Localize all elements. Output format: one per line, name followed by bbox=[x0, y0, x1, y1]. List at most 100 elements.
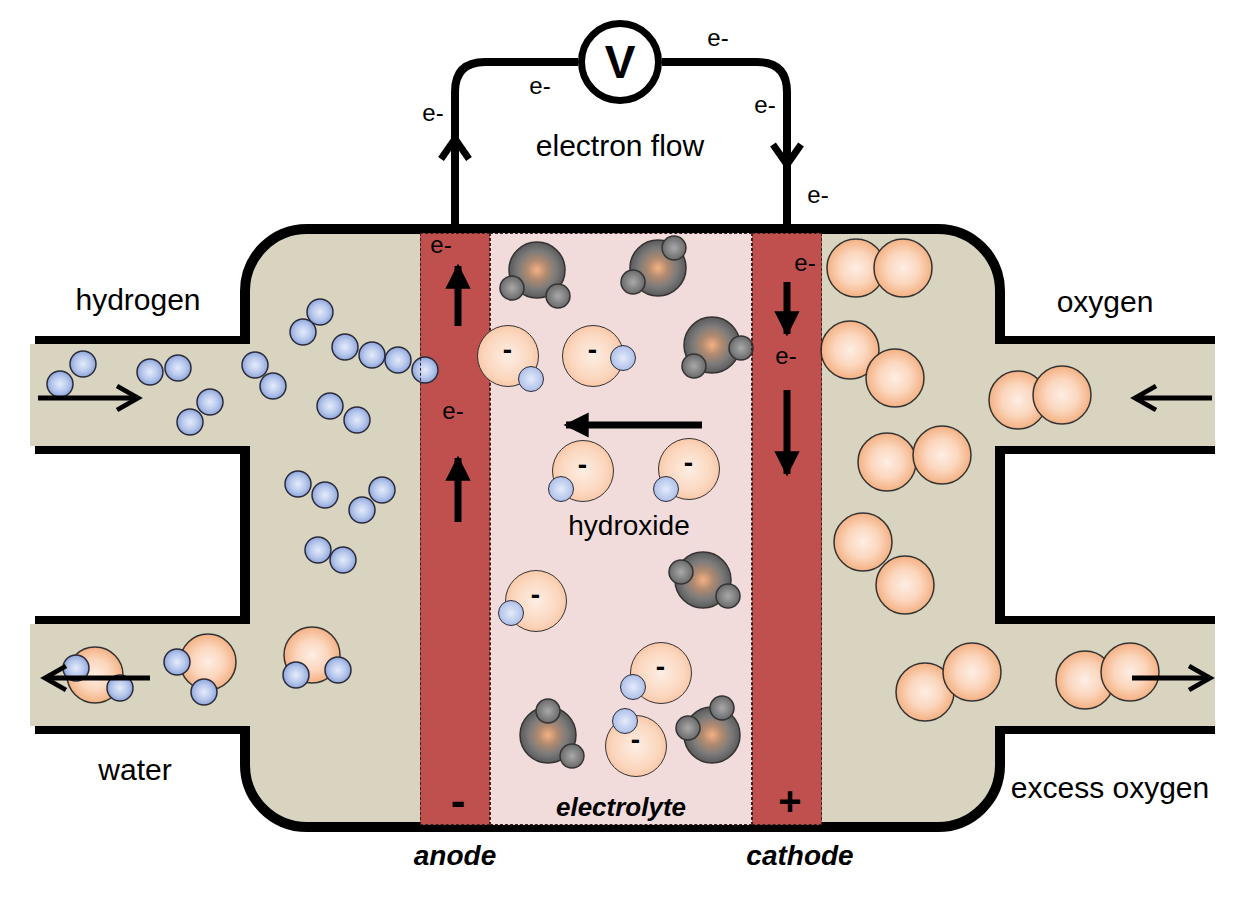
water-molecules bbox=[63, 627, 351, 705]
h-atom bbox=[177, 409, 203, 435]
h-atom bbox=[70, 351, 96, 377]
arrowhead bbox=[773, 145, 801, 165]
outlet-label: excess oxygen bbox=[1011, 773, 1209, 803]
h-atom bbox=[349, 497, 375, 523]
charge-sign: - bbox=[588, 336, 597, 364]
o-atom bbox=[866, 349, 924, 407]
hydroxide-ion: - bbox=[658, 438, 720, 500]
voltmeter-symbol: V bbox=[605, 39, 636, 85]
h-atom bbox=[536, 699, 560, 723]
h-atom bbox=[621, 270, 645, 294]
outflow-arrow bbox=[1132, 676, 1210, 681]
electron-label: e- bbox=[430, 233, 451, 257]
electron-label: e- bbox=[529, 74, 550, 98]
pipes bbox=[30, 340, 1215, 730]
electron-label: e- bbox=[807, 183, 828, 207]
h-atom bbox=[546, 284, 570, 308]
h-atom bbox=[716, 584, 740, 608]
h-atom bbox=[165, 355, 191, 381]
h-atom bbox=[317, 393, 343, 419]
hydroxide-ion: - bbox=[552, 440, 614, 502]
h-atom bbox=[260, 373, 286, 399]
charge-sign: - bbox=[684, 449, 693, 477]
pipe-fill bbox=[30, 624, 252, 726]
h-atom bbox=[662, 236, 686, 260]
electron-arrow bbox=[455, 458, 462, 522]
pipe-wall bbox=[35, 726, 247, 734]
o-atom bbox=[874, 239, 932, 297]
hydrogen-atom bbox=[610, 345, 636, 371]
h-atom bbox=[191, 679, 217, 705]
h-atom bbox=[197, 389, 223, 415]
electron-arrow bbox=[784, 390, 791, 474]
inflow-arrow bbox=[1135, 396, 1212, 401]
h-atom bbox=[560, 744, 584, 768]
h-atom bbox=[500, 276, 524, 300]
h-atom bbox=[669, 560, 693, 584]
h-atom bbox=[307, 299, 333, 325]
ion-name: hydroxide bbox=[568, 512, 689, 540]
o-atom bbox=[943, 643, 1001, 701]
electron-label: e- bbox=[442, 399, 463, 423]
cathode-fill bbox=[752, 233, 822, 825]
inlet-label: hydrogen bbox=[75, 285, 200, 315]
flow-arrows bbox=[38, 266, 1212, 678]
pipe-wall bbox=[998, 726, 1215, 734]
hydroxide-ion: - bbox=[477, 325, 539, 387]
cell-housing bbox=[245, 229, 1000, 827]
h-atom bbox=[312, 482, 338, 508]
hydrogen-atom bbox=[548, 476, 574, 502]
hydroxide-ion: - bbox=[605, 715, 667, 777]
o-atom bbox=[858, 433, 916, 491]
electron-arrow bbox=[784, 282, 791, 334]
h-atom bbox=[164, 649, 190, 675]
charge-sign: - bbox=[656, 653, 665, 681]
charge-sign: - bbox=[503, 336, 512, 364]
oxygen-molecules bbox=[821, 239, 1159, 721]
electron-arrow bbox=[455, 266, 462, 326]
electron-label: e- bbox=[794, 251, 815, 275]
charge-sign: - bbox=[531, 581, 540, 609]
o-atom bbox=[1101, 643, 1159, 701]
h-atom bbox=[729, 336, 753, 360]
h-atom bbox=[305, 537, 331, 563]
electron-label: e- bbox=[707, 26, 728, 50]
electron-label: e- bbox=[775, 344, 796, 368]
pipe-wall bbox=[998, 446, 1215, 454]
h-atom bbox=[682, 354, 706, 378]
hydroxide-ion: - bbox=[630, 642, 692, 704]
hydroxide-ion: - bbox=[562, 325, 624, 387]
o-atom bbox=[913, 426, 971, 484]
inlet-label: oxygen bbox=[1057, 287, 1154, 317]
voltmeter: V bbox=[578, 20, 662, 104]
arrowhead bbox=[441, 139, 469, 159]
charge-sign: - bbox=[578, 451, 587, 479]
h-atom bbox=[47, 371, 73, 397]
cathode-electrode: e-e-+ bbox=[752, 233, 822, 825]
pipe-walls bbox=[35, 340, 1215, 730]
pipe-wall bbox=[998, 336, 1215, 344]
electrode-name: cathode bbox=[746, 842, 853, 870]
hydrogen-atom bbox=[620, 674, 646, 700]
o-atom bbox=[1033, 366, 1091, 424]
o-atom bbox=[834, 513, 892, 571]
h-atom bbox=[330, 547, 356, 573]
electrode-name: anode bbox=[414, 842, 496, 870]
polarity-sign: - bbox=[451, 779, 466, 823]
hydrogen-molecules bbox=[47, 299, 438, 573]
pipe-wall bbox=[35, 616, 247, 624]
h-atom bbox=[137, 359, 163, 385]
h-atom bbox=[325, 657, 351, 683]
pipe-wall bbox=[35, 336, 247, 344]
h-atom bbox=[242, 352, 268, 378]
inflow-arrow bbox=[38, 396, 138, 401]
hydrogen-atom bbox=[653, 476, 679, 502]
ion-flow-arrow bbox=[566, 422, 702, 429]
h-atom bbox=[285, 471, 311, 497]
electrolyte-band: hydroxideelectrolyte------- bbox=[490, 233, 752, 825]
h-atom bbox=[283, 662, 309, 688]
h-atom bbox=[385, 347, 411, 373]
h-atom bbox=[412, 357, 438, 383]
electron-label: e- bbox=[422, 101, 443, 125]
